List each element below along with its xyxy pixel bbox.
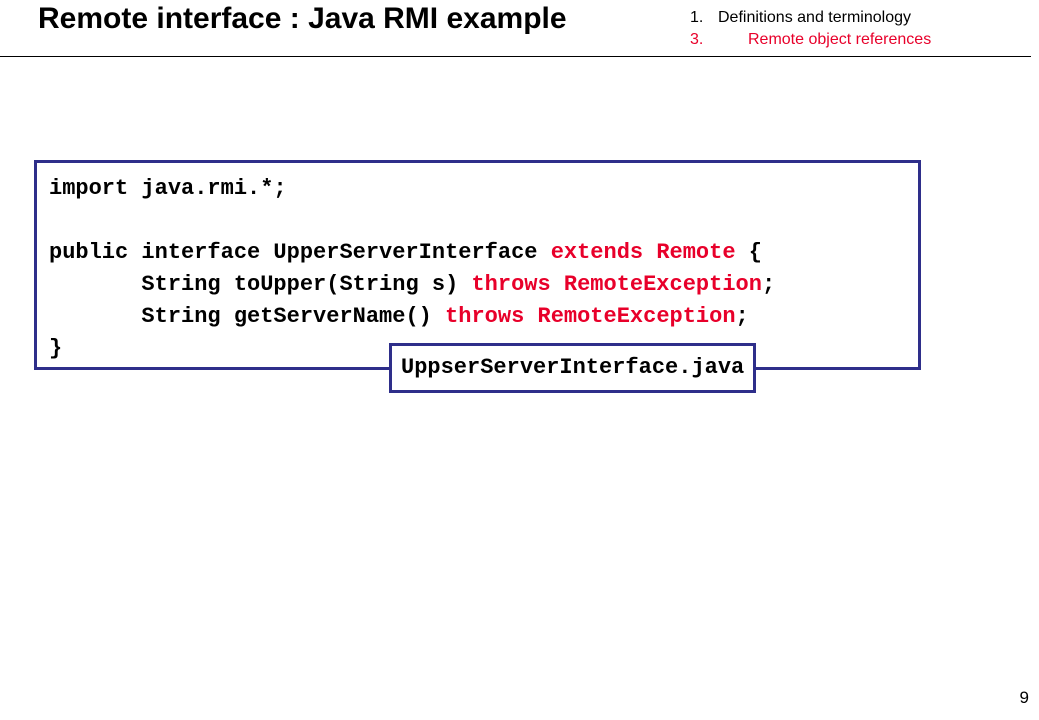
code-line-get-server-name: String getServerName() throws RemoteExce… (49, 304, 749, 329)
outline-item-remote-object-references: 3. Remote object references (690, 29, 931, 51)
keyword-remote: Remote (656, 240, 736, 265)
outline-number: 3. (690, 31, 704, 48)
slide-title: Remote interface : Java RMI example (38, 2, 567, 35)
code-line-interface-decl: public interface UpperServerInterface ex… (49, 240, 762, 265)
outline-number: 1. (690, 9, 704, 26)
code-line-closing-brace: } (49, 336, 63, 361)
code-listing-box: import java.rmi.*; public interface Uppe… (34, 160, 921, 370)
keyword-remote-exception: RemoteException (537, 304, 736, 329)
keyword-throws: throws (471, 272, 551, 297)
outline-label: Remote object references (748, 31, 932, 48)
outline-label: Definitions and terminology (718, 9, 911, 26)
keyword-remote-exception: RemoteException (563, 272, 762, 297)
outline-item-definitions: 1. Definitions and terminology (690, 7, 931, 29)
code-listing: import java.rmi.*; public interface Uppe… (49, 173, 775, 365)
keyword-throws: throws (445, 304, 525, 329)
keyword-extends: extends (550, 240, 644, 265)
file-name-label: UppserServerInterface.java (389, 343, 757, 393)
section-outline: 1. Definitions and terminology 3. Remote… (690, 7, 931, 51)
code-line-import: import java.rmi.*; (49, 176, 287, 201)
code-line-to-upper: String toUpper(String s) throws RemoteEx… (49, 272, 776, 297)
title-divider (0, 56, 1031, 57)
page-number: 9 (1019, 688, 1029, 707)
